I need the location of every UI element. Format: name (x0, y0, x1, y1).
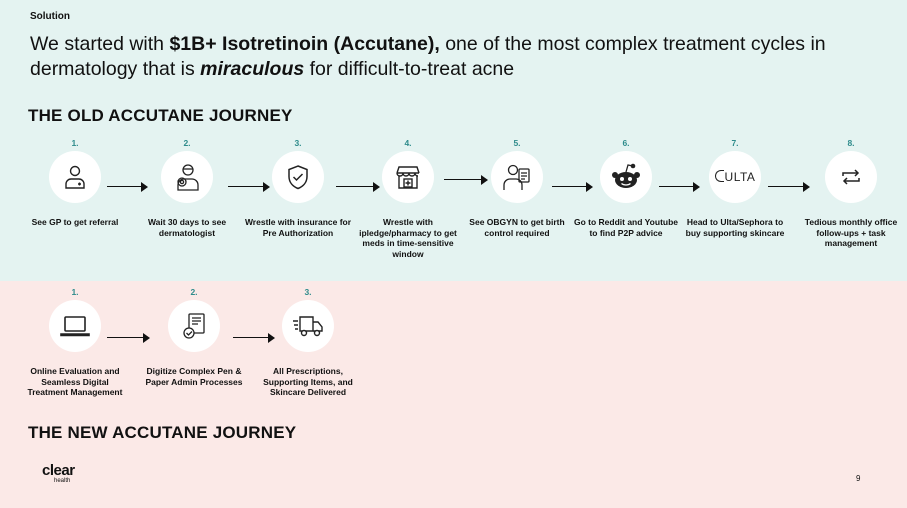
step-number: 7. (731, 138, 739, 148)
arrow-right-icon (107, 182, 148, 192)
step-caption: Digitize Complex Pen & Paper Admin Proce… (145, 366, 243, 387)
step-icon-circle: ULTA (709, 151, 761, 203)
new-step-1: 1. Online Evaluation and Seamless Digita… (20, 286, 130, 398)
headline: We started with $1B+ Isotretinoin (Accut… (30, 32, 890, 82)
logo-subtext: health (54, 478, 71, 484)
headline-suffix: for difficult-to-treat acne (304, 58, 515, 80)
reddit-icon (610, 162, 642, 192)
step-caption: Head to Ulta/Sephora to buy supporting s… (685, 217, 785, 238)
delivery-truck-icon (291, 313, 325, 339)
clear-health-logo: clear health (42, 463, 75, 485)
ulta-logo-icon: ULTA (714, 170, 756, 184)
old-step-8: 8. Tedious monthly office follow-ups + t… (796, 137, 906, 249)
step-icon-circle (491, 151, 543, 203)
step-caption: See OBGYN to get birth control required (469, 217, 565, 238)
arrow-right-icon (336, 182, 380, 192)
doctor-icon (61, 163, 89, 191)
old-step-1: 1. See GP to get referral (20, 137, 130, 228)
page-number: 9 (856, 474, 861, 483)
step-icon-circle (382, 151, 434, 203)
arrow-right-icon (228, 182, 270, 192)
new-step-3: 3. All Prescriptions, Supporting Items, … (253, 286, 363, 398)
arrow-right-icon (552, 182, 593, 192)
new-journey-title: THE NEW ACCUTANE JOURNEY (28, 423, 297, 442)
old-step-4: 4. Wrestle with ipledge/pharmacy to get … (353, 137, 463, 259)
digital-form-icon (180, 311, 208, 341)
arrow-right-icon (659, 182, 700, 192)
arrow-right-icon (107, 333, 150, 343)
logo-wordmark: clear (42, 462, 75, 479)
new-journey-panel (0, 281, 907, 508)
step-number: 5. (513, 138, 521, 148)
headline-emphasis: miraculous (200, 58, 305, 80)
repeat-icon (838, 164, 864, 190)
old-step-3: 3. Wrestle with insurance for Pre Author… (243, 137, 353, 238)
old-step-2: 2. Wait 30 days to see dermatologist (132, 137, 242, 238)
step-number: 4. (404, 138, 412, 148)
old-step-6: 6. Go to Reddit and Youtube to find P2P … (571, 137, 681, 238)
arrow-right-icon (768, 182, 810, 192)
arrow-right-icon (233, 333, 275, 343)
step-number: 3. (294, 138, 302, 148)
step-caption: Wrestle with ipledge/pharmacy to get med… (359, 217, 457, 259)
new-step-2: 2. Digitize Complex Pen & Paper Admin Pr… (139, 286, 249, 387)
old-step-7: 7. ULTA Head to Ulta/Sephora to buy supp… (680, 137, 790, 238)
step-icon-circle (272, 151, 324, 203)
step-number: 1. (71, 138, 79, 148)
ulta-logo-text: ULTA (724, 170, 756, 184)
step-caption: Go to Reddit and Youtube to find P2P adv… (573, 217, 679, 238)
headline-middle: one of the most complex treatment cycles… (30, 33, 826, 80)
step-icon-circle (49, 151, 101, 203)
headline-strong: $1B+ Isotretinoin (Accutane), (169, 33, 440, 55)
laptop-icon (59, 314, 91, 338)
step-caption: Online Evaluation and Seamless Digital T… (27, 366, 123, 397)
step-caption: All Prescriptions, Supporting Items, and… (263, 366, 353, 397)
dermatologist-icon (172, 162, 202, 192)
old-journey-panel (0, 0, 907, 281)
shield-check-icon (284, 163, 312, 191)
step-icon-circle (825, 151, 877, 203)
pharmacy-icon (393, 162, 423, 192)
step-number: 2. (183, 138, 191, 148)
step-number: 2. (190, 287, 198, 297)
step-icon-circle (161, 151, 213, 203)
step-number: 1. (71, 287, 79, 297)
obgyn-icon (502, 162, 532, 192)
section-label: Solution (30, 11, 70, 22)
headline-prefix: We started with (30, 33, 170, 55)
step-number: 8. (847, 138, 855, 148)
arrow-right-icon (444, 175, 488, 185)
step-caption: See GP to get referral (31, 217, 119, 227)
step-icon-circle (600, 151, 652, 203)
step-caption: Tedious monthly office follow-ups + task… (804, 217, 898, 248)
step-number: 6. (622, 138, 630, 148)
step-caption: Wrestle with insurance for Pre Authoriza… (244, 217, 352, 238)
step-caption: Wait 30 days to see dermatologist (147, 217, 227, 238)
step-icon-circle (168, 300, 220, 352)
step-number: 3. (304, 287, 312, 297)
step-icon-circle (282, 300, 334, 352)
old-journey-title: THE OLD ACCUTANE JOURNEY (28, 106, 293, 125)
step-icon-circle (49, 300, 101, 352)
old-step-5: 5. See OBGYN to get birth control requir… (462, 137, 572, 238)
